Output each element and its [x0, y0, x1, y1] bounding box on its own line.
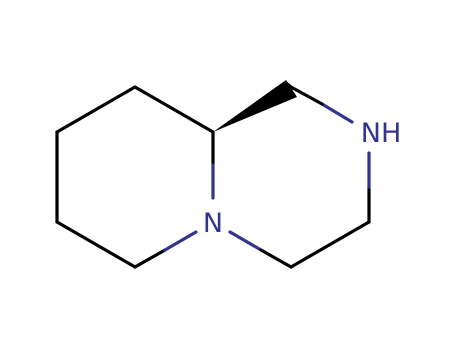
- bond-c5-n-black: [133, 248, 167, 269]
- bond-nh-c8-black: [289, 85, 324, 106]
- bond-nh-c8-purple: [320, 102, 354, 124]
- atom-label-n: N: [203, 208, 223, 239]
- wedge-stereo-bond: [213, 80, 297, 132]
- bond-wedge-tip: [284, 81, 293, 89]
- atom-label-nh: NH: [361, 118, 402, 149]
- bond-c1-c2: [133, 85, 215, 134]
- bond-c2-c3: [55, 85, 137, 134]
- bond-n-c6-purple: [228, 230, 263, 252]
- bond-c4-c5: [55, 220, 137, 269]
- bond-c6-c7: [289, 220, 371, 269]
- bond-c5-n-purple: [163, 230, 198, 252]
- bond-n-c6-black: [259, 248, 293, 269]
